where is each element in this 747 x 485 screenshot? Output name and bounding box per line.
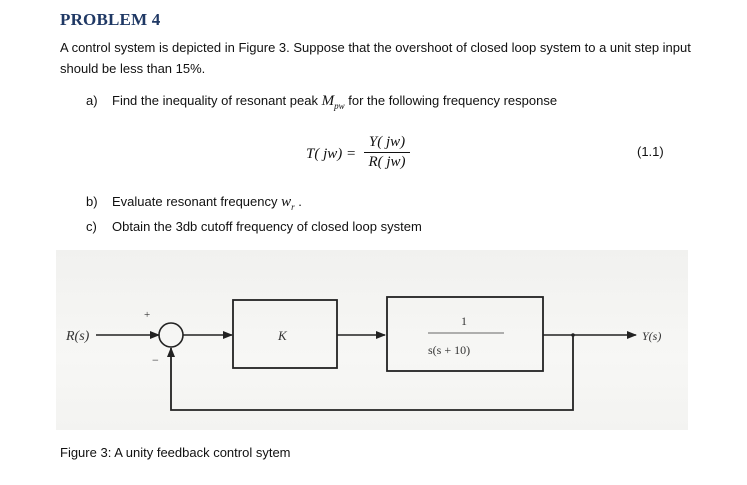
controller-label: K	[277, 328, 288, 343]
controller-block	[232, 299, 338, 369]
part-b-symbol: w	[281, 194, 292, 210]
part-c: c) Obtain the 3db cutoff frequency of clo…	[86, 219, 422, 234]
part-a-label: a)	[86, 93, 98, 108]
equation-number: (1.1)	[637, 144, 664, 159]
part-a-text-after: for the following frequency response	[344, 93, 558, 108]
problem-title: PROBLEM 4	[60, 10, 161, 29]
figure-caption: Figure 3: A unity feedback control sytem	[60, 445, 291, 460]
plant-numerator: 1	[461, 314, 467, 328]
minus-sign: −	[152, 353, 159, 367]
feedback-path	[167, 335, 574, 411]
plant-denominator: s(s + 10)	[428, 343, 470, 357]
part-a: a) Find the inequality of resonant peak M…	[86, 93, 558, 111]
part-b: b) Evaluate resonant frequency wr .	[86, 194, 302, 212]
output-label: Y(s)	[642, 329, 661, 343]
part-b-subscript: r	[291, 202, 295, 212]
plus-sign: +	[144, 309, 150, 321]
equation-denominator: R( jw)	[368, 154, 406, 170]
block-diagram: R(s) + − K 1 s(s + 10) Y(s)	[56, 250, 688, 430]
part-b-text-after: .	[294, 194, 302, 209]
block-diagram-svg: R(s) + − K 1 s(s + 10) Y(s)	[65, 296, 661, 411]
equation-fraction: Y( jw) R( jw)	[364, 134, 410, 171]
equation-numerator: Y( jw)	[368, 134, 406, 150]
plant-block	[386, 296, 544, 372]
part-c-label: c)	[86, 219, 97, 234]
part-b-text-before: Evaluate resonant frequency	[112, 194, 282, 209]
problem-intro: A control system is depicted in Figure 3…	[60, 40, 691, 76]
summing-junction	[158, 322, 184, 348]
part-a-subscript: pw	[334, 101, 345, 111]
input-label: R(s)	[65, 329, 90, 344]
fraction-bar	[364, 152, 410, 153]
part-c-text: Obtain the 3db cutoff frequency of close…	[112, 219, 422, 234]
part-a-symbol: M	[321, 93, 335, 109]
equation-lhs: T( jw) =	[306, 146, 357, 162]
part-a-text-before: Find the inequality of resonant peak	[112, 93, 322, 108]
part-b-label: b)	[86, 194, 98, 209]
